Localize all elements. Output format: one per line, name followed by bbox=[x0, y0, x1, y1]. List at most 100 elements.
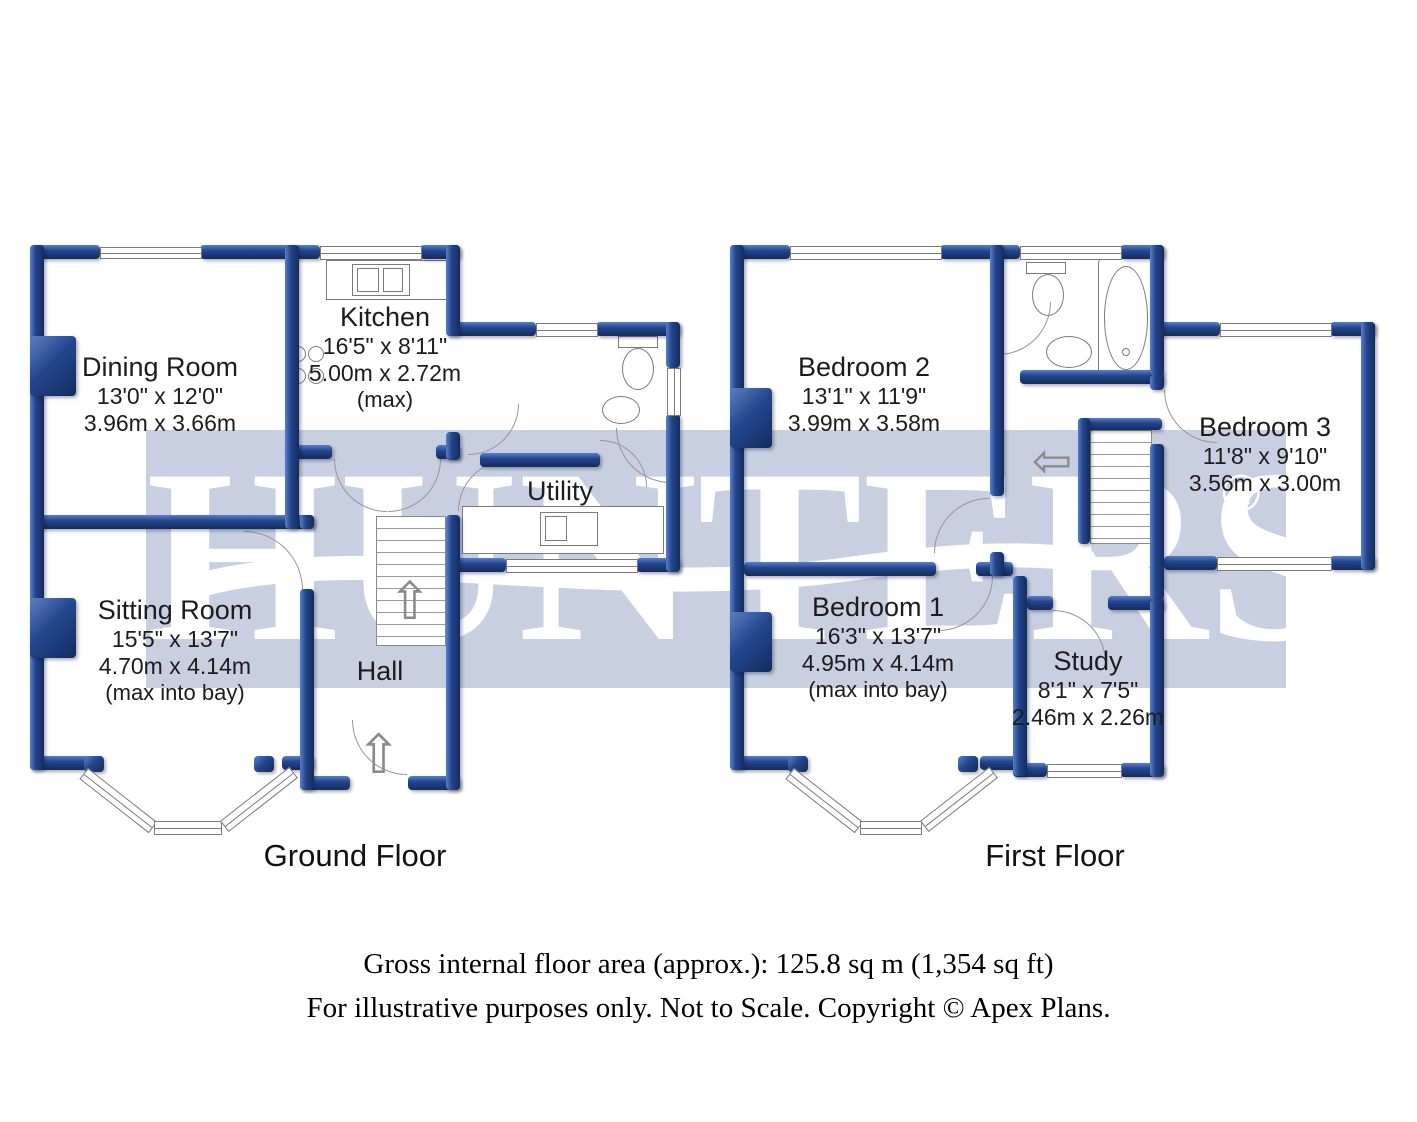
wall-segment bbox=[1078, 418, 1162, 430]
disclaimer-text: For illustrative purposes only. Not to S… bbox=[306, 992, 1111, 1024]
wall-segment bbox=[990, 552, 1004, 576]
wall-segment bbox=[446, 558, 506, 572]
wall-segment bbox=[30, 515, 314, 529]
wall-segment bbox=[990, 245, 1004, 496]
bay-window bbox=[79, 768, 158, 834]
wall-segment bbox=[1150, 375, 1164, 390]
window bbox=[536, 323, 598, 337]
room-dims-metric: 3.56m x 3.00m bbox=[1188, 470, 1342, 496]
room-dims-imperial: 11'8" x 9'10" bbox=[1202, 443, 1328, 469]
window bbox=[1047, 764, 1122, 778]
bay-corner bbox=[254, 756, 274, 772]
up-arrow-icon: ⇧ bbox=[388, 573, 432, 631]
bay-window bbox=[220, 766, 298, 833]
wall-segment bbox=[1164, 556, 1217, 570]
wall-segment bbox=[480, 453, 600, 467]
wall-segment bbox=[1027, 596, 1053, 610]
basin-icon bbox=[1046, 336, 1092, 368]
window bbox=[506, 559, 638, 573]
window bbox=[790, 246, 942, 260]
hall-label: Hall bbox=[335, 656, 425, 687]
window bbox=[1217, 557, 1332, 571]
wall-segment bbox=[596, 322, 680, 336]
room-dims-metric: 5.00m x 2.72m bbox=[308, 360, 462, 386]
toilet-cistern-icon bbox=[1026, 262, 1066, 274]
room-name: Dining Room bbox=[81, 352, 239, 382]
kitchen-sink-drainer bbox=[383, 268, 403, 292]
wall-segment bbox=[300, 515, 314, 529]
room-dims-metric: 3.96m x 3.66m bbox=[83, 410, 237, 436]
utility-label: Utility bbox=[505, 476, 615, 507]
chimney-breast bbox=[730, 612, 772, 672]
wall-segment bbox=[446, 322, 536, 336]
door-arc bbox=[998, 302, 1051, 355]
room-name: Bedroom 2 bbox=[797, 352, 931, 382]
window bbox=[320, 246, 422, 260]
hob-icon bbox=[308, 346, 324, 362]
bay-window bbox=[785, 768, 864, 834]
wall-segment bbox=[1078, 418, 1090, 544]
window bbox=[100, 247, 202, 259]
left-arrow-icon: ⇦ bbox=[1032, 435, 1073, 488]
room-dims-metric: 4.95m x 4.14m bbox=[801, 650, 955, 676]
bay-window bbox=[154, 821, 222, 835]
toilet-cistern-icon bbox=[618, 336, 658, 348]
front-door-arrow-icon: ⇧ bbox=[356, 725, 402, 785]
bay-window bbox=[860, 821, 922, 835]
room-dims-imperial: 8'1" x 7'5" bbox=[1037, 677, 1139, 703]
stairs bbox=[1090, 430, 1152, 544]
room-note: (max into bay) bbox=[105, 680, 245, 705]
room-name: Sitting Room bbox=[97, 595, 253, 625]
dining-room-label: Dining Room 13'0" x 12'0" 3.96m x 3.66m bbox=[55, 352, 265, 437]
chimney-breast bbox=[30, 336, 76, 396]
chimney-breast bbox=[30, 598, 76, 658]
ground-floor-title: Ground Floor bbox=[263, 838, 447, 873]
room-name: Utility bbox=[527, 476, 593, 506]
first-floor-title: First Floor bbox=[985, 838, 1125, 873]
wall-segment bbox=[940, 245, 1020, 259]
stairs bbox=[376, 516, 446, 646]
wall-segment bbox=[744, 562, 936, 576]
wall-segment bbox=[285, 445, 299, 529]
bath-drain bbox=[1122, 348, 1130, 356]
room-dims-metric: 2.46m x 2.26m bbox=[1011, 704, 1165, 730]
room-note: (max into bay) bbox=[808, 677, 948, 702]
wall-segment bbox=[30, 756, 90, 770]
kitchen-sink-bowl bbox=[357, 268, 379, 292]
kitchen-label: Kitchen 16'5" x 8'11" 5.00m x 2.72m (max… bbox=[300, 302, 470, 413]
wall-segment bbox=[730, 756, 794, 770]
room-name: Hall bbox=[356, 656, 404, 686]
wall-segment bbox=[446, 245, 460, 336]
room-dims-imperial: 13'1" x 11'9" bbox=[801, 383, 927, 409]
wall-segment bbox=[300, 589, 314, 790]
wall-segment bbox=[446, 432, 460, 460]
room-dims-metric: 3.99m x 3.58m bbox=[787, 410, 941, 436]
wall-segment bbox=[730, 245, 790, 259]
wall-segment bbox=[1150, 444, 1164, 600]
wall-segment bbox=[1020, 370, 1164, 384]
registered-trademark-icon: ® bbox=[1222, 465, 1261, 523]
wall-segment bbox=[730, 245, 744, 770]
bedroom3-label: Bedroom 3 11'8" x 9'10" 3.56m x 3.00m bbox=[1160, 412, 1370, 497]
room-dims-imperial: 16'3" x 13'7" bbox=[814, 623, 942, 649]
bedroom1-label: Bedroom 1 16'3" x 13'7" 4.95m x 4.14m (m… bbox=[768, 592, 988, 703]
utility-sink-bowl bbox=[545, 516, 567, 541]
wall-segment bbox=[285, 245, 299, 455]
window bbox=[1220, 323, 1332, 337]
wall-segment bbox=[666, 322, 680, 368]
window bbox=[667, 368, 681, 416]
room-name: Bedroom 3 bbox=[1198, 412, 1332, 442]
study-label: Study 8'1" x 7'5" 2.46m x 2.26m bbox=[1008, 646, 1168, 731]
toilet-icon bbox=[622, 348, 654, 390]
room-dims-imperial: 15'5" x 13'7" bbox=[111, 626, 239, 652]
room-name: Study bbox=[1053, 646, 1123, 676]
floor-area-text: Gross internal floor area (approx.): 125… bbox=[363, 948, 1054, 980]
room-dims-imperial: 16'5" x 8'11" bbox=[322, 333, 448, 359]
room-note: (max) bbox=[356, 387, 414, 412]
wall-segment bbox=[1150, 245, 1164, 375]
room-dims-imperial: 13'0" x 12'0" bbox=[96, 383, 224, 409]
wall-segment bbox=[1150, 600, 1164, 777]
wall-segment bbox=[1150, 322, 1220, 336]
basin-icon bbox=[602, 396, 640, 424]
